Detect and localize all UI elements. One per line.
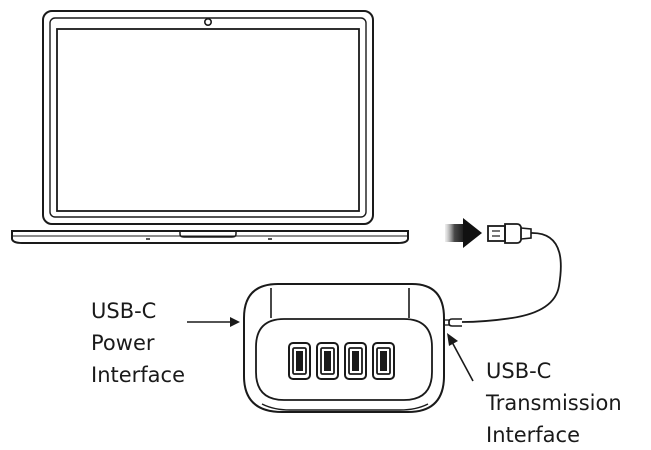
laptop-bezel <box>49 17 367 218</box>
usb-port-3 <box>344 342 367 380</box>
usb-port-2 <box>316 342 339 380</box>
usb-a-connector <box>487 225 506 242</box>
camera-icon <box>204 17 213 26</box>
plug-in-direction-arrow-icon <box>445 218 482 248</box>
power-interface-label: USB-C Power Interface <box>91 299 185 387</box>
transmission-label-line-1: USB-C <box>486 359 551 383</box>
laptop-screen <box>56 28 360 212</box>
transmission-label-line-2: Transmission <box>485 391 622 415</box>
laptop <box>11 10 409 244</box>
transmission-label-line-3: Interface <box>486 423 580 447</box>
transmission-interface-leader <box>447 333 474 382</box>
usb-port-4 <box>372 342 395 380</box>
power-label-line-1: USB-C <box>91 299 156 323</box>
usb-a-strain-relief <box>520 227 532 240</box>
hub-bottom-rim <box>261 403 429 411</box>
arrow-right-icon <box>230 317 240 327</box>
usb-a-plug-body <box>504 223 522 244</box>
cable-line <box>461 232 562 323</box>
usb-port-1 <box>288 342 311 380</box>
transmission-interface-label: USB-C Transmission Interface <box>485 359 622 447</box>
power-label-line-3: Interface <box>91 363 185 387</box>
usb-c-plug <box>448 318 462 327</box>
power-interface-leader <box>187 317 240 327</box>
power-label-line-2: Power <box>91 331 155 355</box>
laptop-base <box>11 230 409 244</box>
usb-ports <box>288 342 395 380</box>
laptop-notch <box>179 231 237 238</box>
arrow-up-left-icon <box>447 333 458 346</box>
laptop-lid <box>42 10 374 225</box>
